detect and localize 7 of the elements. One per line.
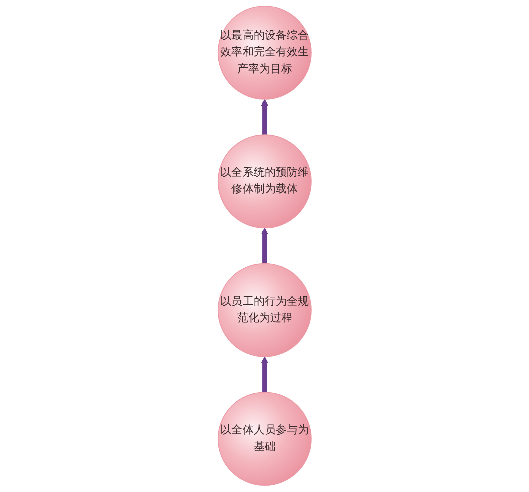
node-circle: 以最高的设备综合效率和完全有效生产率为目标 [218, 6, 312, 100]
arrow [261, 228, 268, 264]
arrow [261, 99, 268, 136]
node-circle: 以全系统的预防维修体制为载体 [218, 134, 312, 229]
node-circle: 以全体人员参与为基础 [218, 392, 312, 486]
node-circle: 以员工的行为全规范化为过程 [218, 263, 312, 358]
arrow [261, 356, 268, 392]
